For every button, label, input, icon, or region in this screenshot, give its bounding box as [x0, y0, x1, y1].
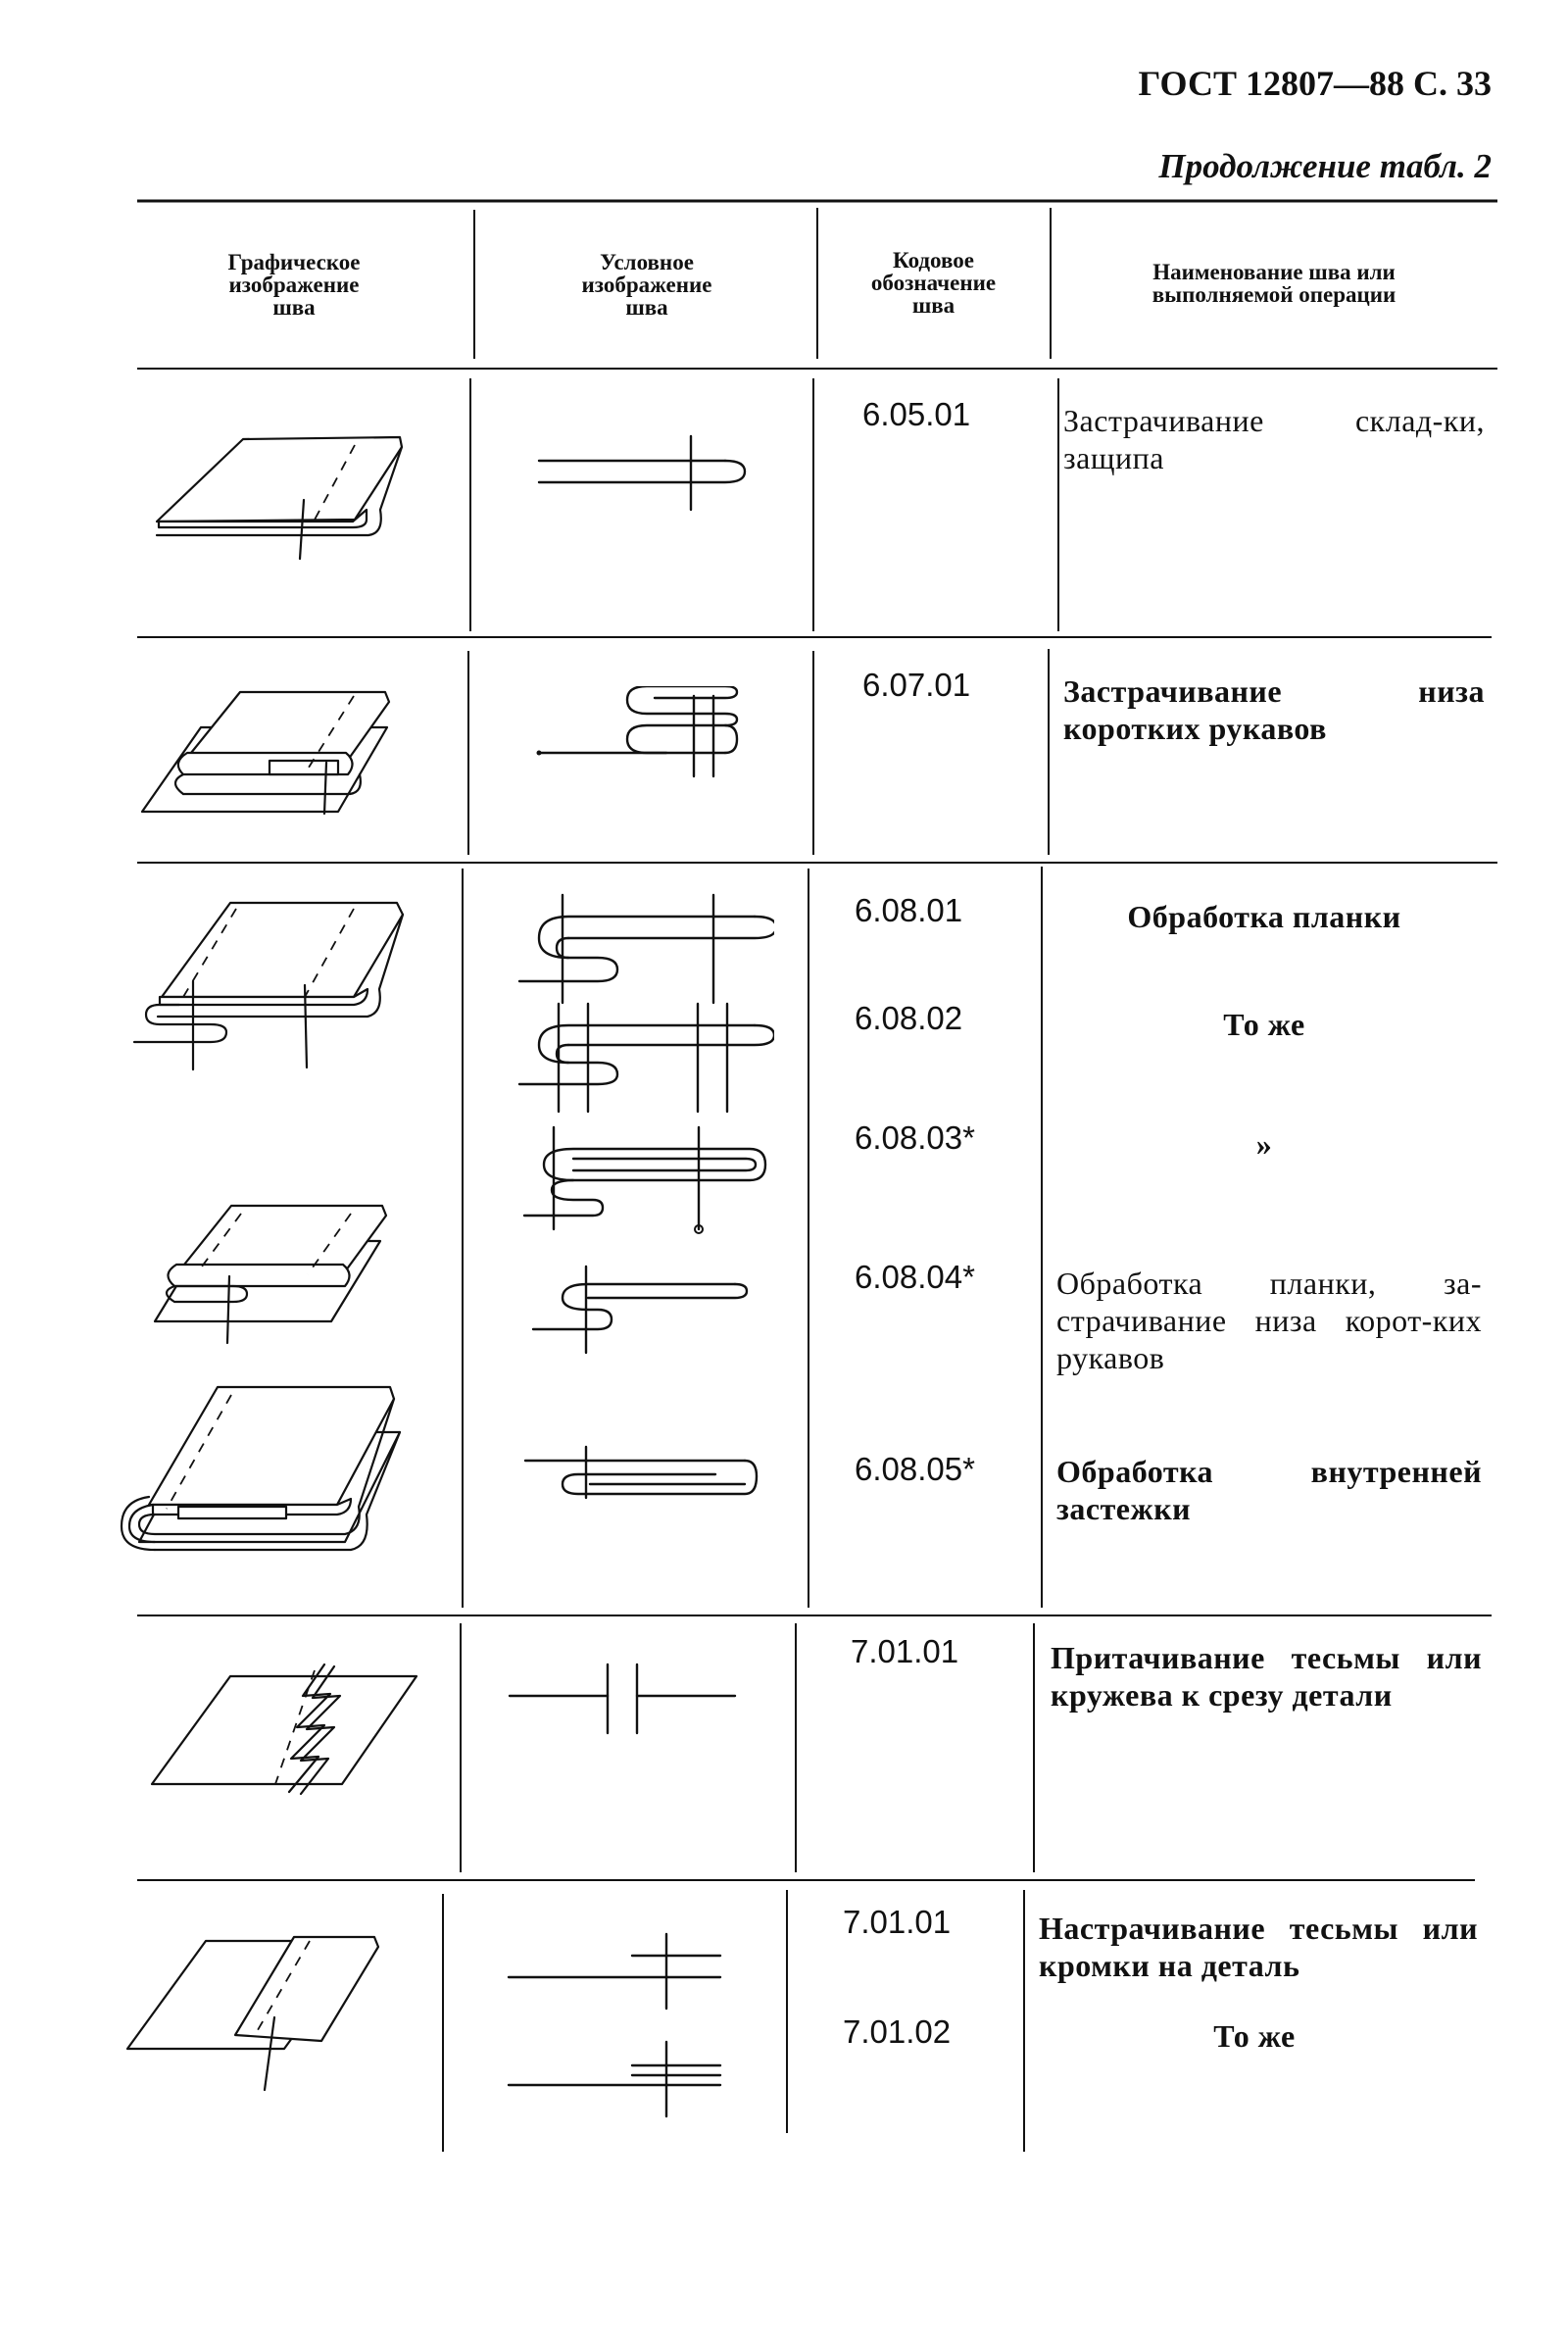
name-cell: Настрачивание тесьмы или кромки на детал… [1039, 1911, 1478, 1983]
name-cell: Обработка планки, за-страчивание низа ко… [1056, 1266, 1482, 1375]
inner-fastening-drawing [120, 1385, 402, 1552]
code-cell: 6.05.01 [862, 396, 971, 432]
code-cell: 7.01.01 [851, 1633, 959, 1669]
name-cell: » [1255, 1126, 1273, 1162]
column-header-graphic: Графическое изображение шва [227, 250, 361, 320]
pintuck-seam-drawing [155, 435, 404, 561]
tape-topstitching-drawing [125, 1935, 380, 2092]
page-header-standard: ГОСТ 12807—88 С. 33 [1138, 64, 1492, 103]
sleeve-hem-seam-symbol [536, 686, 739, 778]
name-cell: Застрачивание склад-ки, защипа [1063, 403, 1485, 475]
name-cell: То же [1223, 1007, 1305, 1042]
placket-symbol-3 [522, 1125, 767, 1234]
code-cell: 6.08.05* [855, 1451, 975, 1487]
column-header-code: Кодовое обозначение шва [870, 248, 997, 318]
code-cell: 6.08.02 [855, 1000, 963, 1036]
code-cell: 6.08.04* [855, 1259, 975, 1295]
code-cell: 7.01.02 [843, 2013, 952, 2050]
name-cell: То же [1213, 2018, 1296, 2054]
code-cell: 7.01.01 [843, 1904, 952, 1940]
lace-attaching-symbol [508, 1663, 737, 1735]
placket-symbol-1 [517, 893, 774, 1005]
placket-seam-drawing [132, 901, 405, 1071]
placket-symbol-2 [517, 1002, 774, 1114]
table-continuation-label: Продолжение табл. 2 [1158, 147, 1492, 185]
code-cell: 6.07.01 [862, 667, 971, 703]
name-cell: Притачивание тесьмы или кружева к срезу … [1051, 1640, 1482, 1713]
code-cell: 6.08.03* [855, 1119, 975, 1156]
tape-topstitching-symbol-1 [507, 1932, 722, 2011]
placket-sleeve-hem-drawing [153, 1204, 388, 1345]
placket-sleeve-hem-symbol [531, 1265, 749, 1355]
code-cell: 6.08.01 [855, 892, 963, 928]
inner-fastening-symbol [523, 1445, 759, 1500]
name-cell: Застрачивание низа коротких рукавов [1063, 673, 1485, 746]
lace-attaching-drawing [150, 1663, 418, 1796]
name-cell: Обработка планки [1127, 899, 1401, 934]
name-cell: Обработка внутренней застежки [1056, 1454, 1482, 1526]
pintuck-seam-symbol [537, 434, 747, 512]
sleeve-hem-seam-drawing [140, 690, 391, 816]
column-header-name: Наименование шва или выполняемой операци… [1152, 260, 1396, 307]
column-header-symbol: Условное изображение шва [581, 250, 712, 320]
tape-topstitching-symbol-2 [507, 2040, 722, 2118]
